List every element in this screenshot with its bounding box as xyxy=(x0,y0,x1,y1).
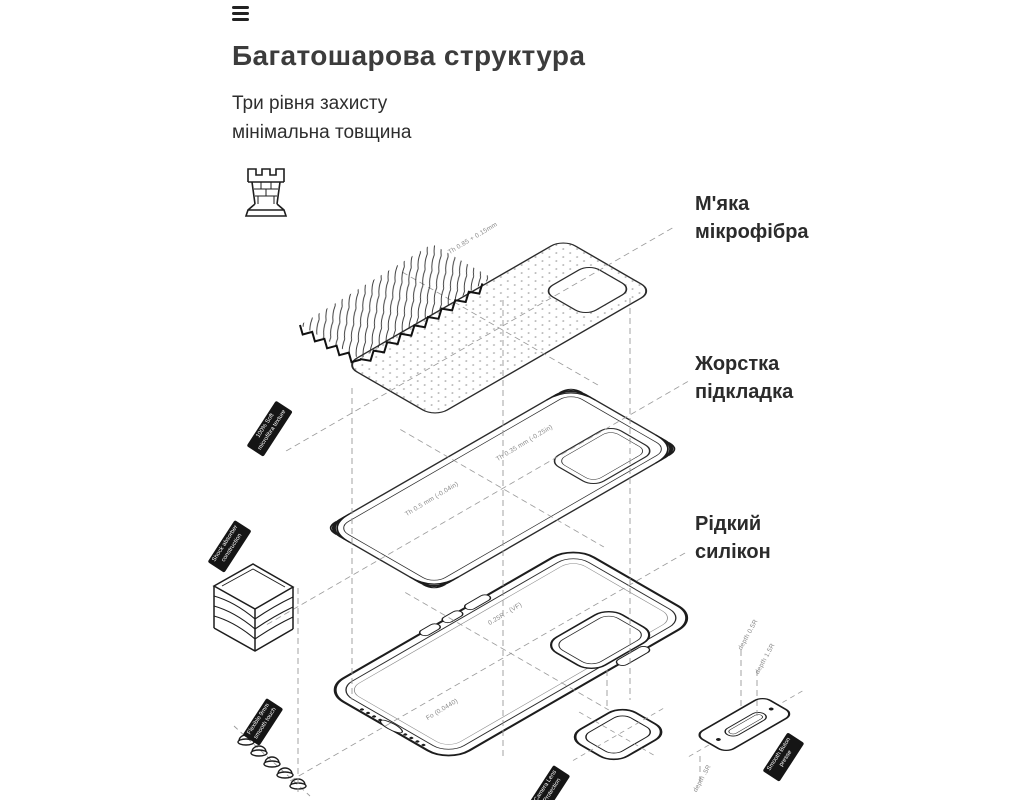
label-liquid-silicone: Рідкий силікон xyxy=(695,513,771,563)
power-button xyxy=(615,646,651,666)
speaker-holes xyxy=(360,708,426,747)
corner-shock-absorber xyxy=(212,563,295,652)
microfiber-fur xyxy=(299,244,492,364)
camera-hole-case xyxy=(549,611,651,669)
construction-lines xyxy=(297,298,758,792)
side-buttons xyxy=(418,594,492,637)
layer-microfiber-sheet xyxy=(285,225,677,452)
label-hard-lining: Жорстка підкладка xyxy=(695,353,794,403)
castle-icon xyxy=(244,168,288,217)
camera-hole-top xyxy=(547,267,628,313)
layer-silicone-case xyxy=(289,550,689,782)
shock-corner-ripples xyxy=(329,388,676,589)
menu-icon xyxy=(232,6,249,24)
page-subtitle: Три рівня захисту мінімальна товщина xyxy=(232,93,412,143)
button-plate xyxy=(688,689,805,757)
camera-lens-protector xyxy=(572,707,665,761)
layer-hard-lining xyxy=(266,379,692,625)
label-microfiber: М'яка мікрофібра xyxy=(695,193,809,243)
camera-hole-mid xyxy=(553,428,651,484)
page-title: Багатошарова структура xyxy=(232,40,586,71)
